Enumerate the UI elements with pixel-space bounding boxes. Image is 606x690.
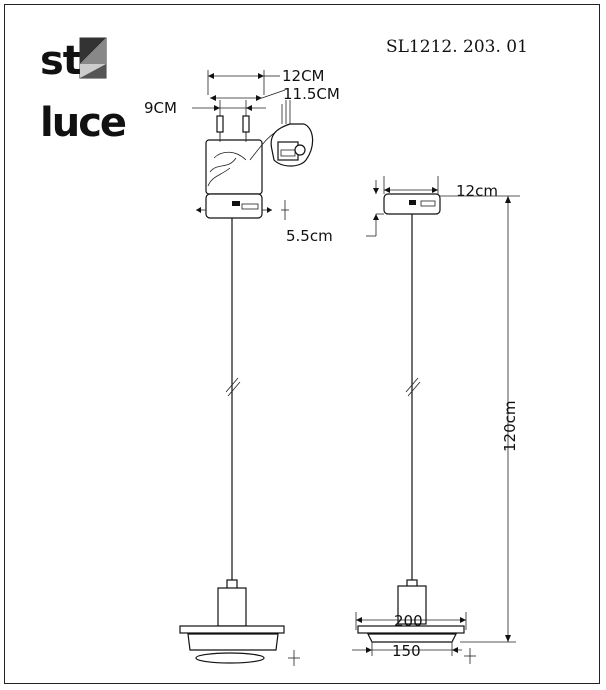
wires: [207, 151, 247, 187]
height-indicator-icon: [288, 650, 300, 666]
shade-disc-right: [357, 625, 465, 634]
left-view: 12CM 11.5CM 9CM: [144, 67, 340, 666]
diffuser-left: [195, 652, 265, 664]
terminal-block-icon: [270, 100, 314, 167]
height-indicator-icon: [464, 648, 476, 664]
mounting-screw-icon: [216, 115, 250, 142]
lamp-holder-left: [217, 587, 247, 627]
mounting-bracket: [205, 139, 263, 195]
dim-shade-inner: 150: [392, 642, 421, 660]
logo-text-st: st: [40, 38, 82, 84]
brand-logo: st luce: [40, 37, 128, 146]
dim-mount-spacing: 9CM: [144, 99, 177, 117]
lamp-holder-right: [397, 585, 427, 625]
dim-cord-length: 120cm: [501, 401, 519, 453]
dim-canopy-width: 12cm: [456, 182, 498, 200]
height-indicator-icon: [281, 200, 289, 220]
drawing-frame: [4, 4, 600, 684]
model-code: SL1212. 203. 01: [386, 37, 528, 57]
shade-disc-left: [179, 625, 285, 634]
right-view: 12cm 5.5cm 120cm 200: [286, 176, 520, 664]
dim-canopy-height: 5.5cm: [286, 227, 333, 245]
logo-text-luce: luce: [40, 100, 126, 146]
logo-mark-icon: [79, 37, 107, 79]
dim-inner-width: 11.5CM: [283, 85, 340, 103]
dim-outer-width: 12CM: [282, 67, 325, 85]
